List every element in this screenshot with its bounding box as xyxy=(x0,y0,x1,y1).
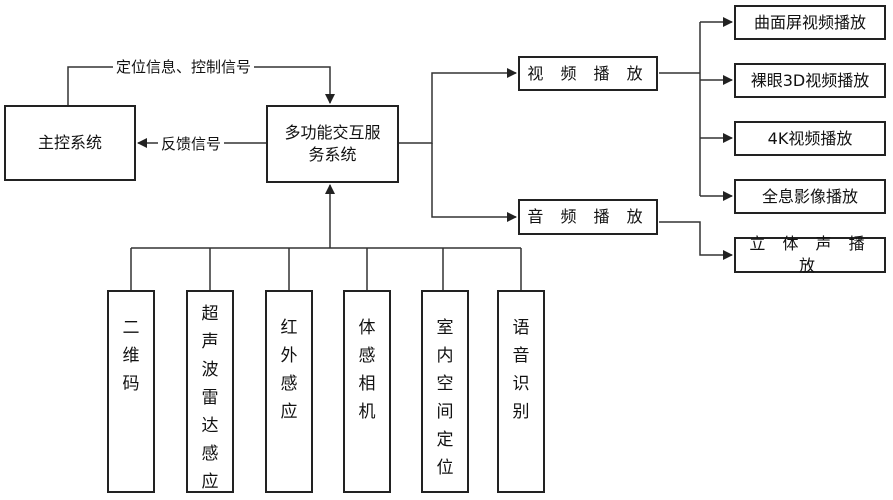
sensor-char: 定 xyxy=(436,430,454,450)
sensor-char: 位 xyxy=(436,458,454,478)
sensor-char: 感 xyxy=(358,346,376,366)
4k-video-output: 4K视频播放 xyxy=(734,121,886,156)
sensor-char: 感 xyxy=(201,444,219,464)
sensor-char: 间 xyxy=(436,402,454,422)
stereo-output: 立 体 声 播 放 xyxy=(734,234,886,275)
naked-eye-3d-label: 裸眼3D视频播放 xyxy=(750,70,870,90)
sensor-char: 维 xyxy=(122,346,140,366)
sensor-char: 超 xyxy=(201,304,219,324)
sensor-char: 空 xyxy=(436,374,454,394)
hologram-label: 全息影像播放 xyxy=(761,186,858,206)
curved-screen-video-output: 曲面屏视频播放 xyxy=(734,5,886,40)
sensor-char: 音 xyxy=(512,346,530,366)
video-playback: 视 频 播 放 xyxy=(518,56,658,91)
4k-video-label: 4K视频播放 xyxy=(767,128,853,148)
edge-label-position-control: 定位信息、控制信号 xyxy=(113,56,255,77)
sensor-infrared: 红 外 感 应 xyxy=(265,290,313,493)
audio-playback: 音 频 播 放 xyxy=(518,199,658,235)
sensor-char: 码 xyxy=(122,374,140,394)
edge-to-video xyxy=(398,68,517,144)
sensor-char: 别 xyxy=(512,402,530,422)
main-control-label: 主控系统 xyxy=(37,133,102,153)
main-control-system: 主控系统 xyxy=(4,105,136,181)
curved-screen-label: 曲面屏视频播放 xyxy=(753,12,866,32)
sensor-ultrasonic-radar: 超 声 波 雷 达 感 应 xyxy=(186,290,234,493)
sensor-char: 声 xyxy=(201,332,219,352)
sensor-motion-camera: 体 感 相 机 xyxy=(343,290,391,493)
video-playback-label: 视 频 播 放 xyxy=(527,63,649,83)
sensor-indoor-positioning: 室 内 空 间 定 位 xyxy=(421,290,469,493)
sensor-char: 红 xyxy=(280,318,298,338)
sensor-char: 机 xyxy=(358,402,376,422)
sensor-char: 体 xyxy=(358,318,376,338)
sensor-voice-recognition: 语 音 识 别 xyxy=(497,290,545,493)
sensor-char: 语 xyxy=(512,318,530,338)
sensor-char: 外 xyxy=(280,346,298,366)
naked-eye-3d-output: 裸眼3D视频播放 xyxy=(734,63,886,98)
interaction-service-system: 多功能交互服 务系统 xyxy=(266,105,399,183)
sensor-char: 二 xyxy=(122,318,140,338)
sensor-char: 应 xyxy=(201,472,219,492)
sensor-char: 波 xyxy=(201,360,219,380)
sensor-char: 相 xyxy=(358,374,376,394)
edge-to-stereo xyxy=(659,221,733,260)
edge-to-audio xyxy=(431,143,517,222)
audio-playback-label: 音 频 播 放 xyxy=(527,207,649,227)
sensor-char: 感 xyxy=(280,374,298,394)
stereo-label: 立 体 声 播 放 xyxy=(749,234,871,275)
sensor-char: 达 xyxy=(201,416,219,436)
interaction-label-line2: 务系统 xyxy=(308,145,357,164)
sensor-char: 内 xyxy=(436,346,454,366)
sensor-char: 识 xyxy=(512,374,530,394)
edge-label-feedback: 反馈信号 xyxy=(158,133,225,154)
sensor-char: 雷 xyxy=(201,388,219,408)
interaction-label-line1: 多功能交互服 xyxy=(284,123,381,143)
sensor-qr-code: 二 维 码 xyxy=(107,290,155,493)
hologram-output: 全息影像播放 xyxy=(734,179,886,214)
sensor-char: 应 xyxy=(280,402,298,422)
sensor-char: 室 xyxy=(436,318,454,338)
